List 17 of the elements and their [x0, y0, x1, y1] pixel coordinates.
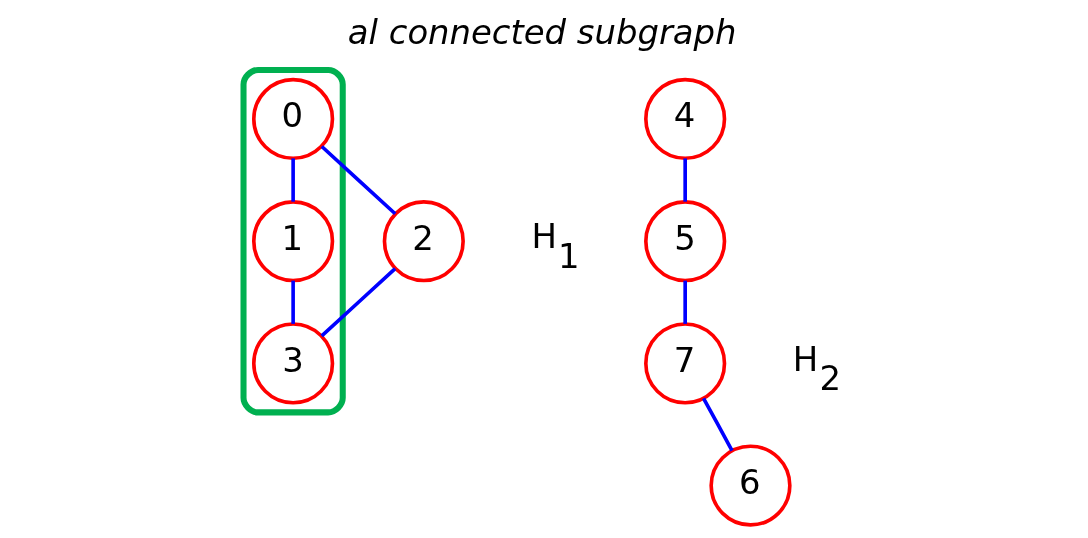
connector [320, 267, 396, 338]
cluster [240, 66, 346, 416]
connector [682, 280, 687, 324]
node-circle: 1 [251, 200, 334, 283]
node-circle: 4 [643, 77, 726, 161]
node-circle: 6 [708, 444, 792, 527]
node-circle: 0 [251, 77, 334, 161]
connector [320, 145, 396, 216]
node-circle: 7 [643, 322, 726, 405]
node-circle: 3 [251, 322, 334, 405]
connector [682, 158, 687, 202]
node-circle: 2 [382, 200, 465, 283]
diagram-title: al connected subgraph [347, 12, 737, 52]
node-circle: 5 [643, 200, 726, 283]
connector [290, 158, 295, 202]
connector [701, 397, 734, 452]
connector [290, 280, 295, 324]
